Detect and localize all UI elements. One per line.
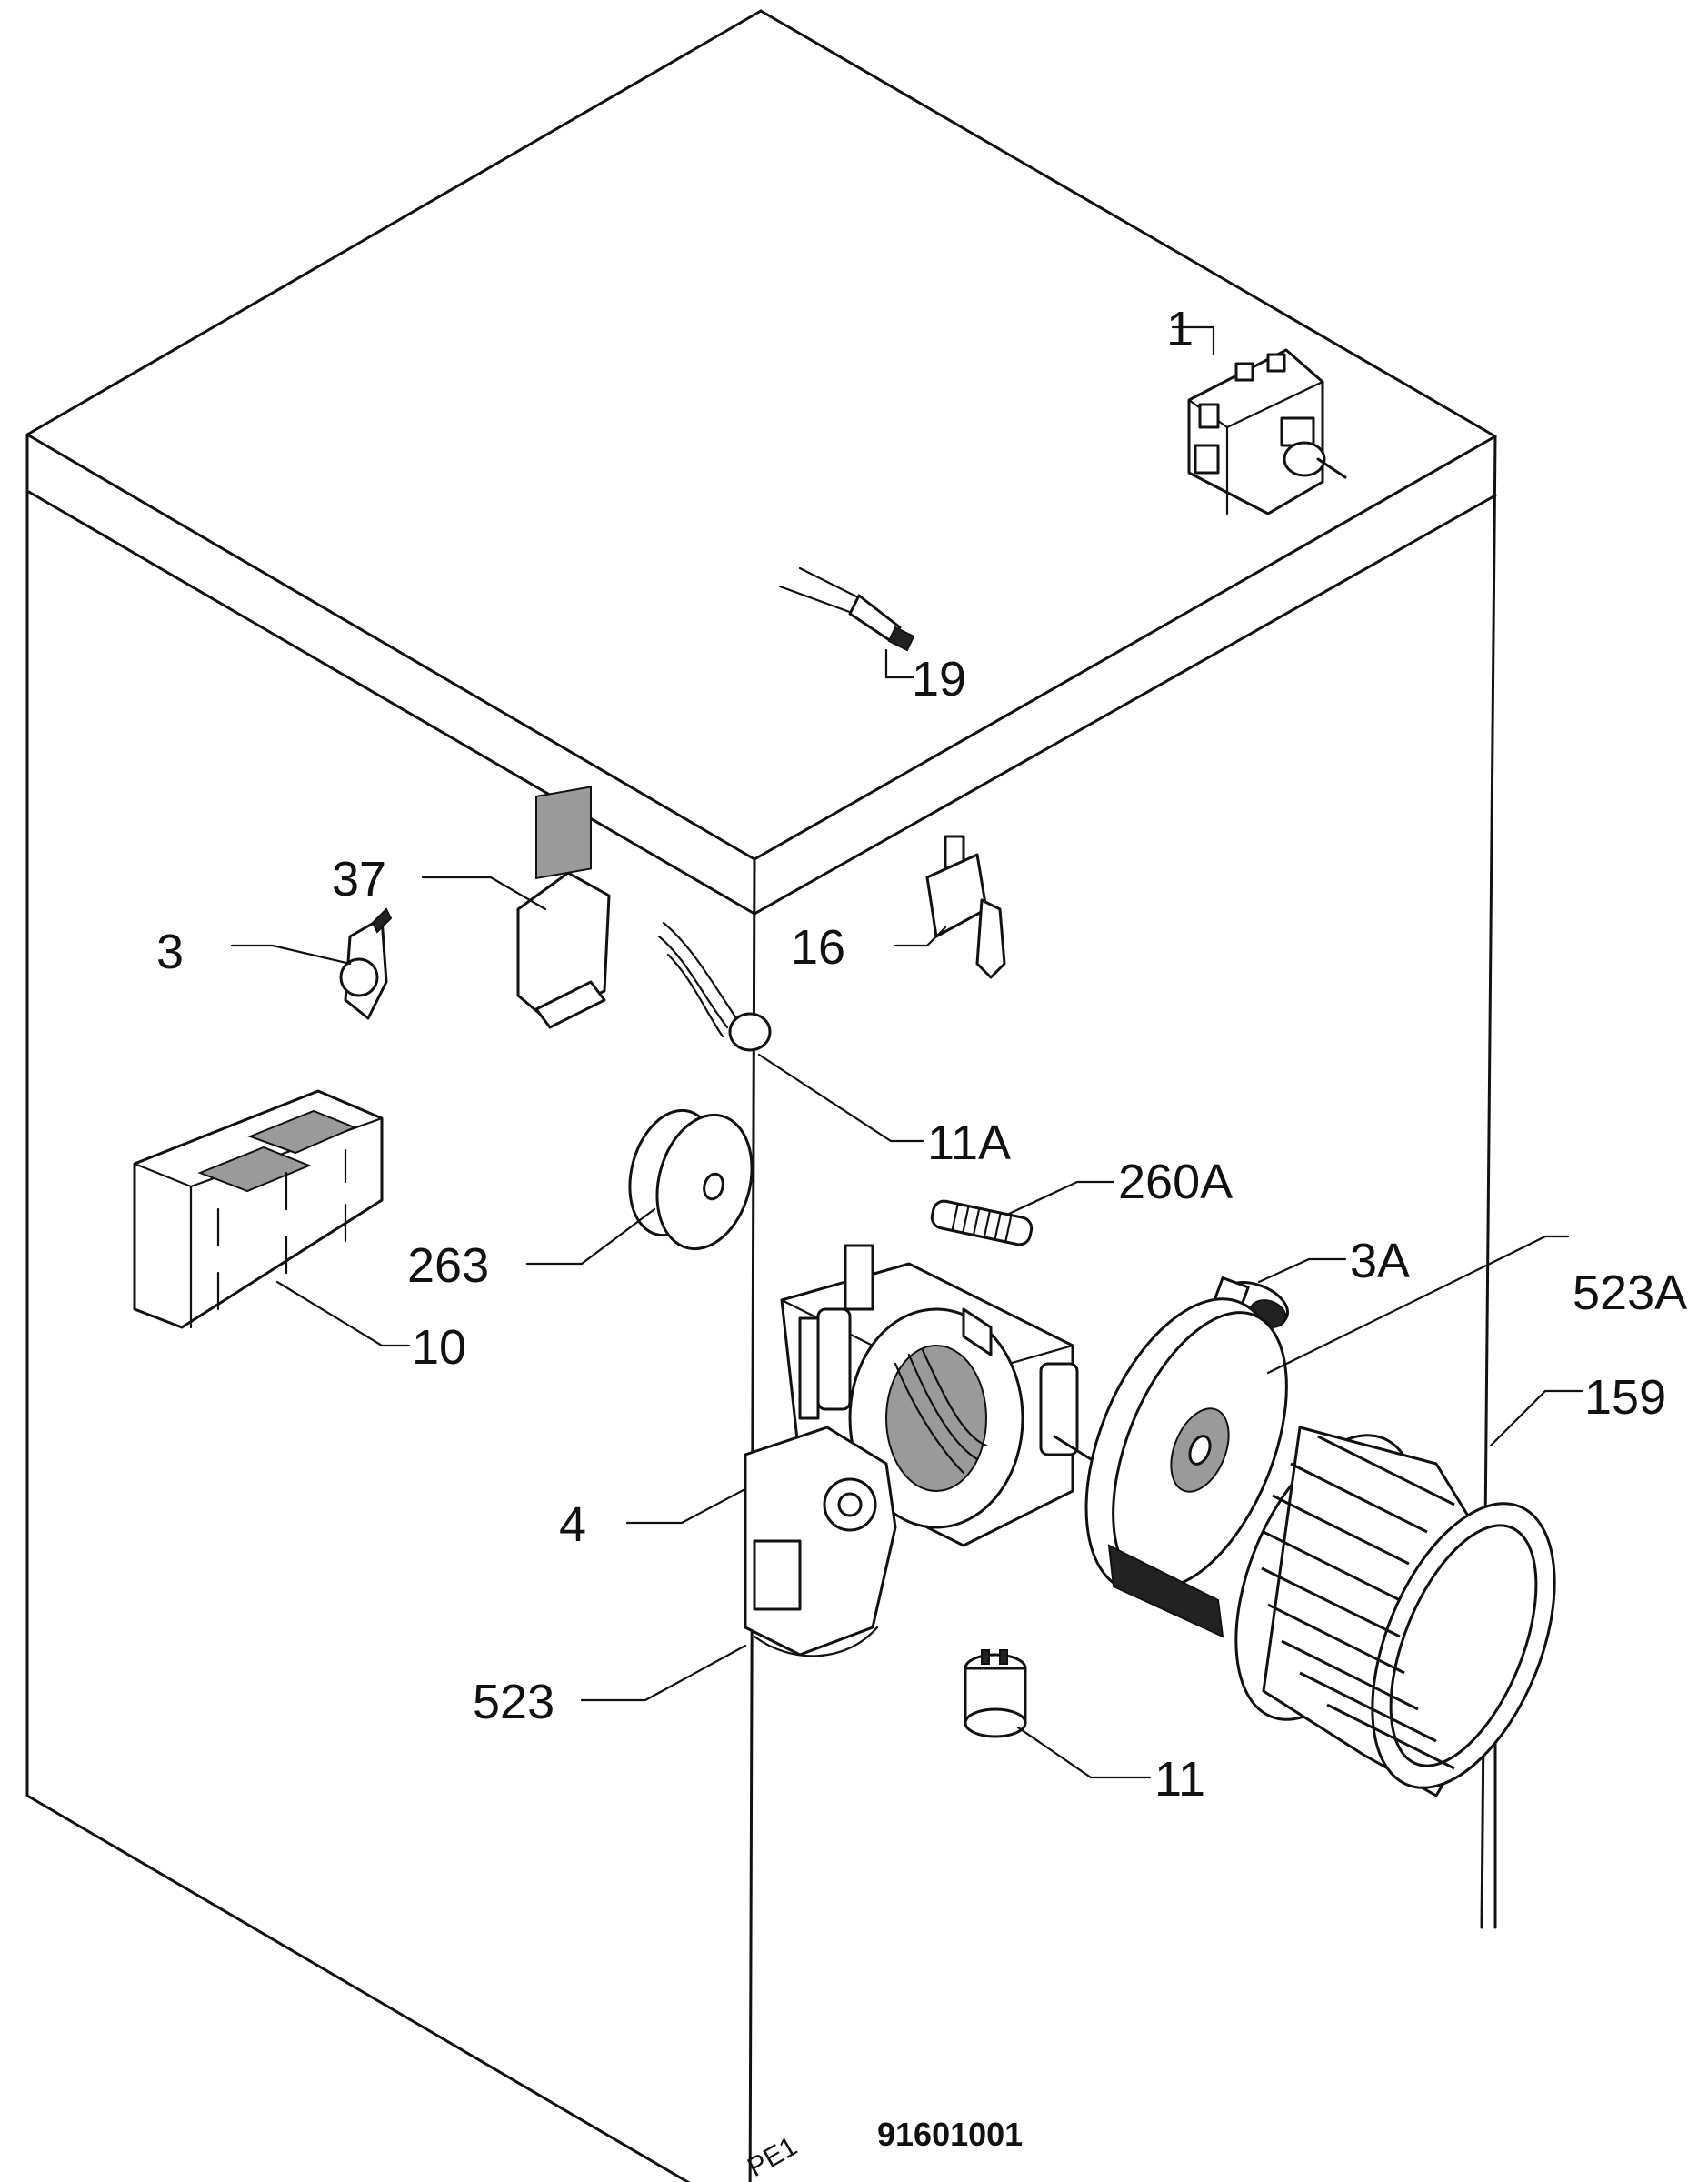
leader-3 [230,944,352,966]
label-part-3: 3 [156,925,184,979]
part-program-switch [1187,348,1347,515]
cabinet-outline [25,9,1497,2182]
label-part-523a: 523A [1573,1266,1687,1320]
label-part-523: 523 [473,1675,554,1729]
leader-523a [1266,1235,1570,1375]
label-part-11a: 11A [927,1116,1011,1170]
leader-260a [1007,1180,1115,1216]
leader-16 [894,926,947,947]
label-part-10: 10 [412,1320,466,1375]
leader-1 [1171,325,1215,356]
leader-3a [1257,1257,1347,1284]
label-part-3a: 3A [1350,1234,1410,1288]
label-part-159: 159 [1584,1370,1666,1425]
part-fan-bracket [744,1426,897,1657]
part-microswitch [925,835,1006,979]
leader-37 [421,876,547,911]
part-capacitor [964,1649,1027,1738]
part-electronic-board [516,786,611,1029]
part-fan-drum [1234,1426,1556,1797]
leader-19 [884,648,915,679]
part-filter-box [133,1089,384,1329]
label-part-1: 1 [1166,302,1194,356]
corner-code: PE1 [743,2131,803,2182]
part-door-latch [339,907,393,1020]
label-part-37: 37 [332,852,386,906]
part-tension-spring [930,1199,1034,1246]
part-cable-suppressor [657,921,772,1052]
part-pulley [628,1108,754,1251]
label-part-260a: 260A [1118,1155,1233,1209]
leader-523 [580,1644,747,1702]
label-part-16: 16 [791,920,845,975]
leader-159 [1489,1389,1583,1447]
label-part-263: 263 [407,1238,489,1293]
label-part-19: 19 [912,652,966,706]
leader-10 [275,1280,411,1347]
drawing-number: 91601001 [877,2116,1023,2153]
label-part-11: 11 [1154,1752,1205,1807]
label-part-4: 4 [559,1497,586,1552]
leader-263 [525,1207,656,1266]
leader-11a [757,1053,924,1143]
part-sensor-probe [778,566,915,652]
leader-11 [1016,1726,1152,1779]
part-fan-wheel-523a [1084,1297,1288,1638]
